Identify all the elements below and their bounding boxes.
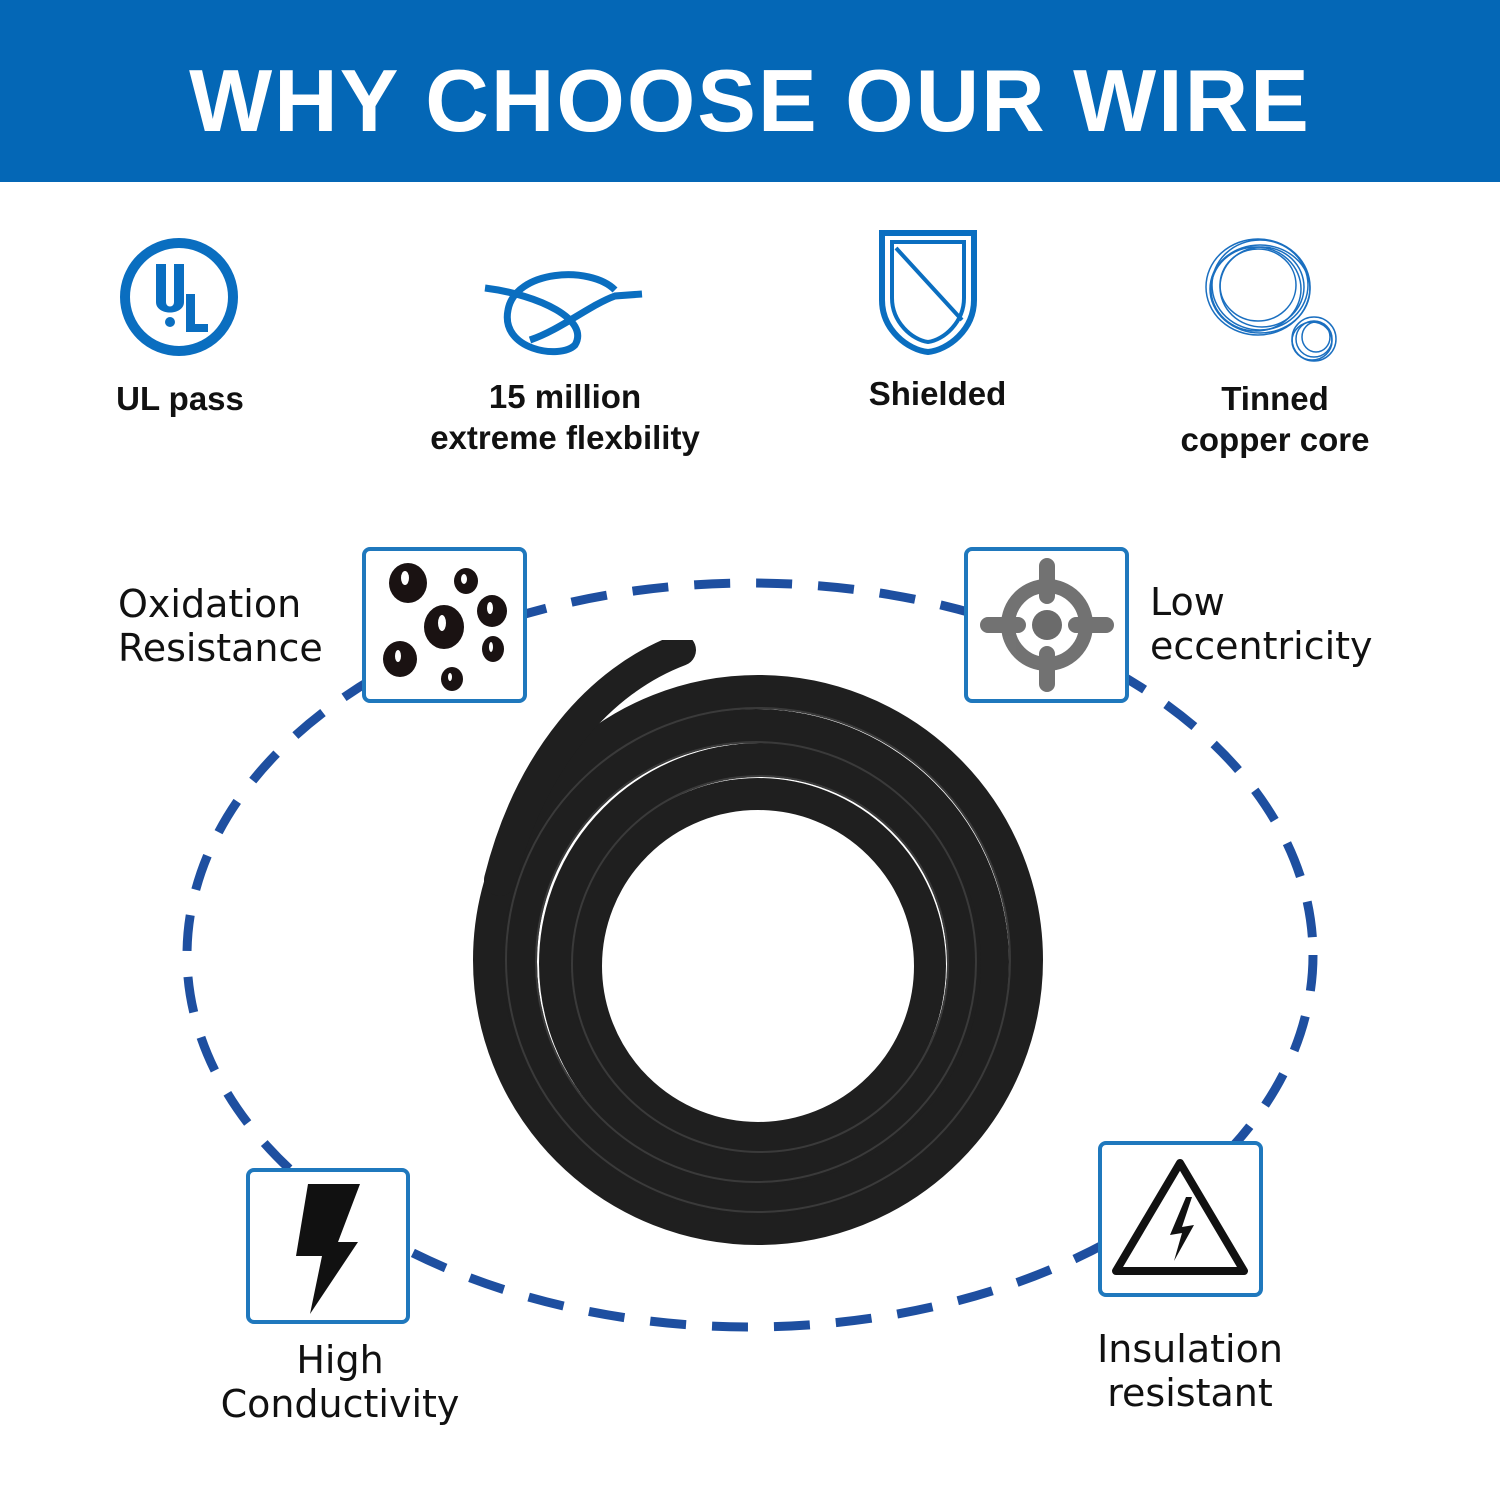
- label-line: High: [296, 1338, 384, 1382]
- knot-icon: [484, 271, 643, 355]
- crosshair-icon: [980, 558, 1114, 692]
- label-line: resistant: [1107, 1371, 1273, 1415]
- ul-logo-icon: [120, 238, 238, 356]
- insulation-box: [1098, 1141, 1263, 1297]
- shield-icon: [879, 230, 977, 356]
- feature-label-tinned: Tinned copper core: [1150, 378, 1400, 460]
- benefit-label-conductivity: High Conductivity: [190, 1338, 490, 1426]
- benefit-label-oxidation: Oxidation Resistance: [118, 582, 323, 670]
- label-line: Resistance: [118, 626, 323, 670]
- lightning-icon: [296, 1184, 360, 1314]
- label-line: copper core: [1180, 421, 1370, 458]
- benefit-label-eccentricity: Low eccentricity: [1150, 580, 1373, 668]
- header-banner: [0, 0, 1500, 182]
- page-title: WHY CHOOSE OUR WIRE: [189, 51, 1311, 150]
- label-line: eccentricity: [1150, 624, 1373, 668]
- label-line: Insulation: [1097, 1327, 1283, 1371]
- feature-label-ul: UL pass: [116, 380, 244, 417]
- feature-label-shielded: Shielded: [868, 375, 1007, 412]
- oxidation-box: [362, 547, 527, 703]
- eccentricity-box: [964, 547, 1129, 703]
- label-line: 15 million: [488, 378, 642, 415]
- dashed-ring: [182, 578, 1318, 1332]
- label-line: Oxidation: [118, 582, 302, 626]
- conductivity-box: [246, 1168, 410, 1324]
- high-voltage-warning-icon: [1112, 1159, 1248, 1275]
- wire-coil-icon: [1205, 238, 1337, 362]
- cable-coil-image: [473, 640, 1043, 1245]
- feature-label-flexibility: 15 million extreme flexbility: [400, 376, 730, 458]
- label-line: extreme flexbility: [430, 419, 700, 456]
- label-line: Tinned: [1221, 380, 1329, 417]
- label-line: Conductivity: [220, 1382, 460, 1426]
- benefit-label-insulation: Insulation resistant: [1060, 1327, 1320, 1415]
- label-line: Low: [1150, 580, 1225, 624]
- bubbles-icon: [383, 563, 507, 691]
